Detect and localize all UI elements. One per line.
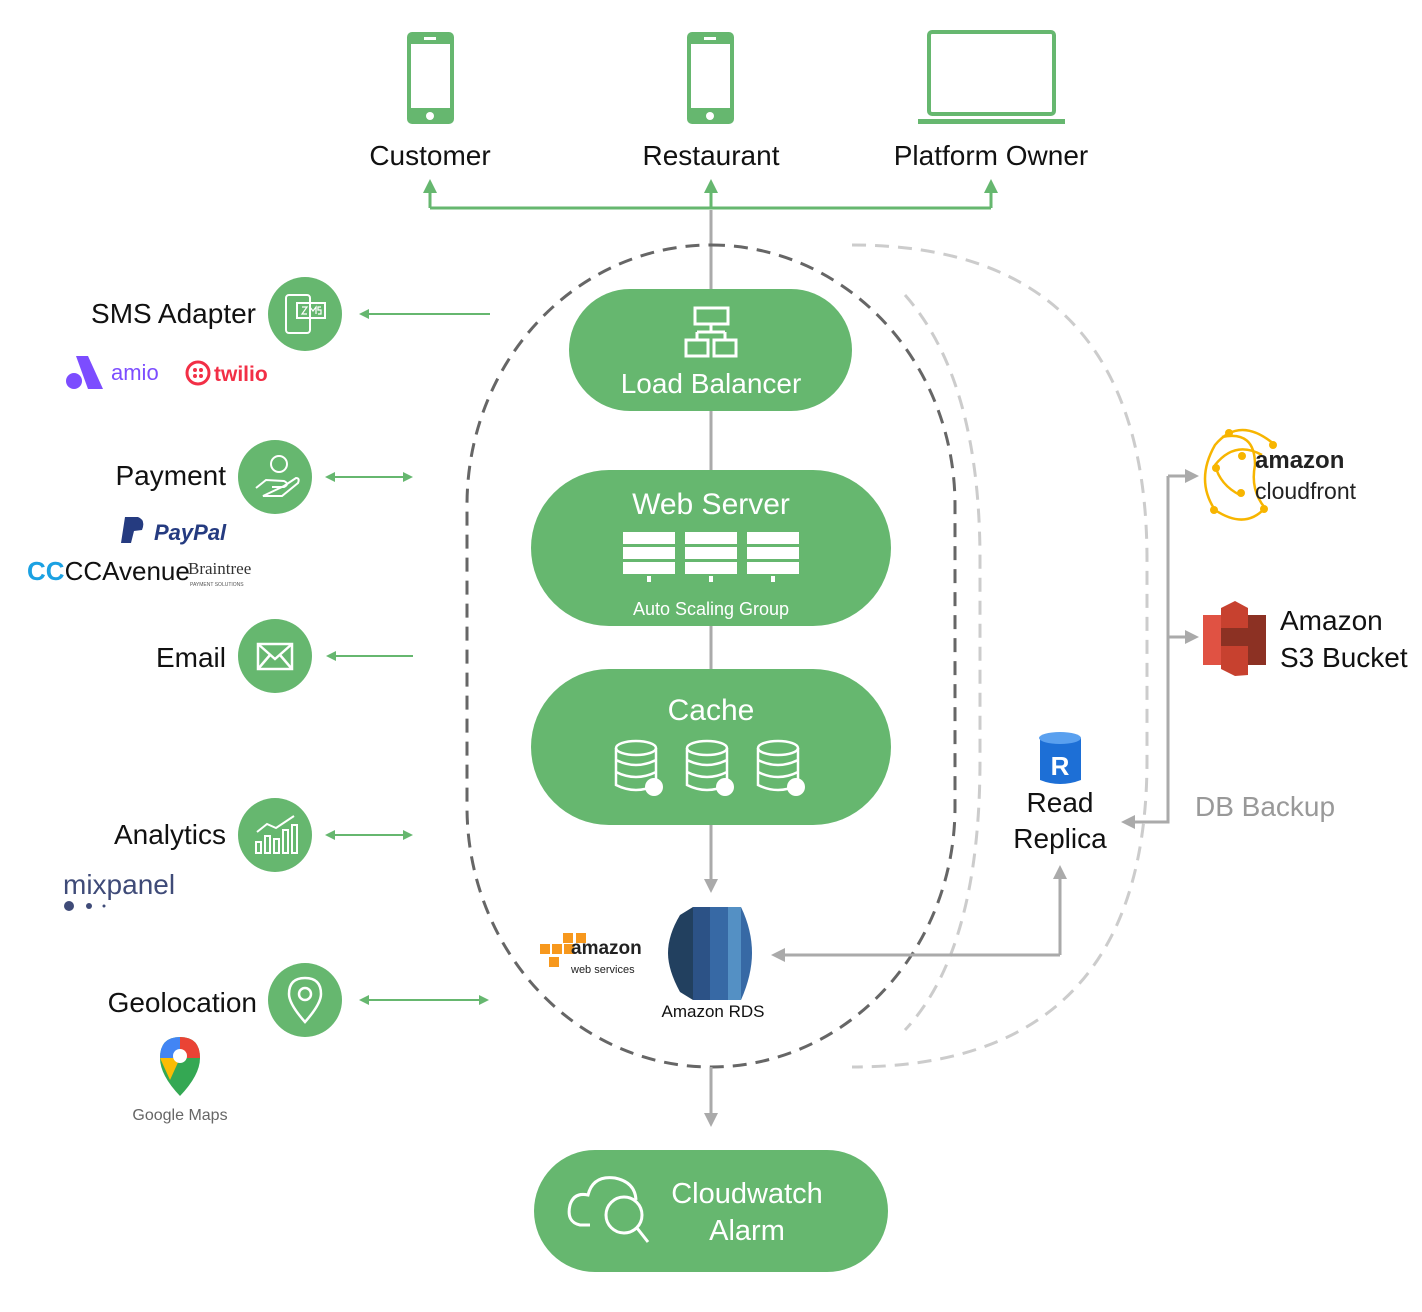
rds-label: Amazon RDS [662, 1002, 765, 1021]
smartphone-icon [407, 32, 454, 124]
envelope-icon [256, 642, 294, 671]
s3-bucket[interactable]: Amazon S3 Bucket [1203, 601, 1408, 676]
cloudwatch-label-2: Alarm [709, 1215, 785, 1247]
load-balancer-label: Load Balancer [621, 368, 802, 399]
amio-text: amio [111, 360, 159, 385]
read-replica[interactable]: R Read Replica [1013, 732, 1107, 854]
core-connectors [704, 411, 1199, 1127]
location-pin-icon [287, 976, 323, 1024]
read-replica-label-2: Replica [1013, 823, 1107, 854]
service-payment[interactable]: Payment PayPal CCCCAvenue Braintree PAYM… [27, 440, 413, 588]
sms-phone-icon [285, 294, 326, 334]
google-maps-text: Google Maps [132, 1107, 227, 1124]
server-rack-icon [623, 532, 799, 582]
rds-icon [668, 907, 752, 1000]
service-label: Payment [116, 460, 227, 491]
cache-label: Cache [668, 694, 755, 727]
braintree-text: Braintree [188, 559, 251, 578]
database-r-icon: R [1039, 732, 1081, 784]
s3-label-2: S3 Bucket [1280, 642, 1408, 673]
load-balancer-node[interactable]: Load Balancer [569, 289, 852, 411]
mixpanel-text: mixpanel [63, 869, 175, 900]
mixpanel-logo: mixpanel [63, 869, 175, 911]
web-server-label: Web Server [632, 488, 790, 521]
service-geolocation[interactable]: Geolocation Google Maps [108, 963, 489, 1124]
cloudwatch-label: Cloudwatch [671, 1178, 823, 1210]
chart-icon [255, 815, 298, 854]
cloudfront-logo: amazon cloudfront [1203, 428, 1357, 521]
payment-hand-icon [255, 455, 300, 497]
client-label: Restaurant [643, 140, 780, 171]
cloudfront-text: amazon [1255, 447, 1344, 474]
replica-badge: R [1051, 751, 1070, 781]
smartphone-icon [687, 32, 734, 124]
service-analytics[interactable]: Analytics mixpanel [63, 798, 413, 911]
cloudwatch-alarm-node[interactable]: Cloudwatch Alarm [534, 1150, 888, 1272]
auto-scaling-label: Auto Scaling Group [633, 599, 789, 619]
aws-logo: amazon web services [540, 933, 642, 976]
web-server-node[interactable]: Web Server Auto Scaling Group [531, 470, 891, 626]
paypal-logo: PayPal [121, 517, 227, 545]
s3-label: Amazon [1280, 605, 1383, 636]
read-replica-label: Read [1027, 787, 1094, 818]
amazon-rds[interactable]: Amazon RDS [662, 907, 765, 1021]
network-icon [684, 306, 738, 358]
amio-logo: amio [66, 356, 159, 389]
cache-node[interactable]: Cache [531, 669, 891, 825]
aws-logo-text: amazon [571, 938, 642, 959]
braintree-logo: Braintree PAYMENT SOLUTIONS [188, 559, 251, 588]
client-label: Customer [369, 140, 490, 171]
client-restaurant: Restaurant [643, 32, 780, 171]
ccavenue-logo: CCCCAvenue [27, 556, 190, 586]
client-platform-owner: Platform Owner [894, 30, 1089, 171]
db-backup-label: DB Backup [1195, 791, 1335, 822]
service-sms-adapter[interactable]: SMS Adapter amio twilio [66, 277, 490, 389]
service-label: Email [156, 642, 226, 673]
cloud-search-icon [567, 1176, 650, 1243]
backup-boundary-inner [903, 294, 982, 1032]
service-label: Analytics [114, 819, 226, 850]
google-maps-logo: Google Maps [132, 1037, 228, 1124]
aws-logo-subtext: web services [570, 964, 635, 976]
paypal-text: PayPal [154, 520, 227, 545]
client-label: Platform Owner [894, 140, 1089, 171]
service-label: Geolocation [108, 987, 257, 1018]
s3-icon [1203, 601, 1266, 676]
laptop-icon [918, 30, 1065, 124]
service-label: SMS Adapter [91, 298, 256, 329]
cloudfront-subtext: cloudfront [1255, 478, 1357, 504]
backup-boundary [851, 243, 1149, 1069]
braintree-sub: PAYMENT SOLUTIONS [190, 582, 244, 588]
twilio-text: twilio [214, 363, 268, 386]
twilio-logo: twilio [185, 360, 268, 386]
client-connectors [423, 179, 998, 210]
service-email[interactable]: Email [156, 619, 413, 693]
client-customer: Customer [369, 32, 491, 171]
